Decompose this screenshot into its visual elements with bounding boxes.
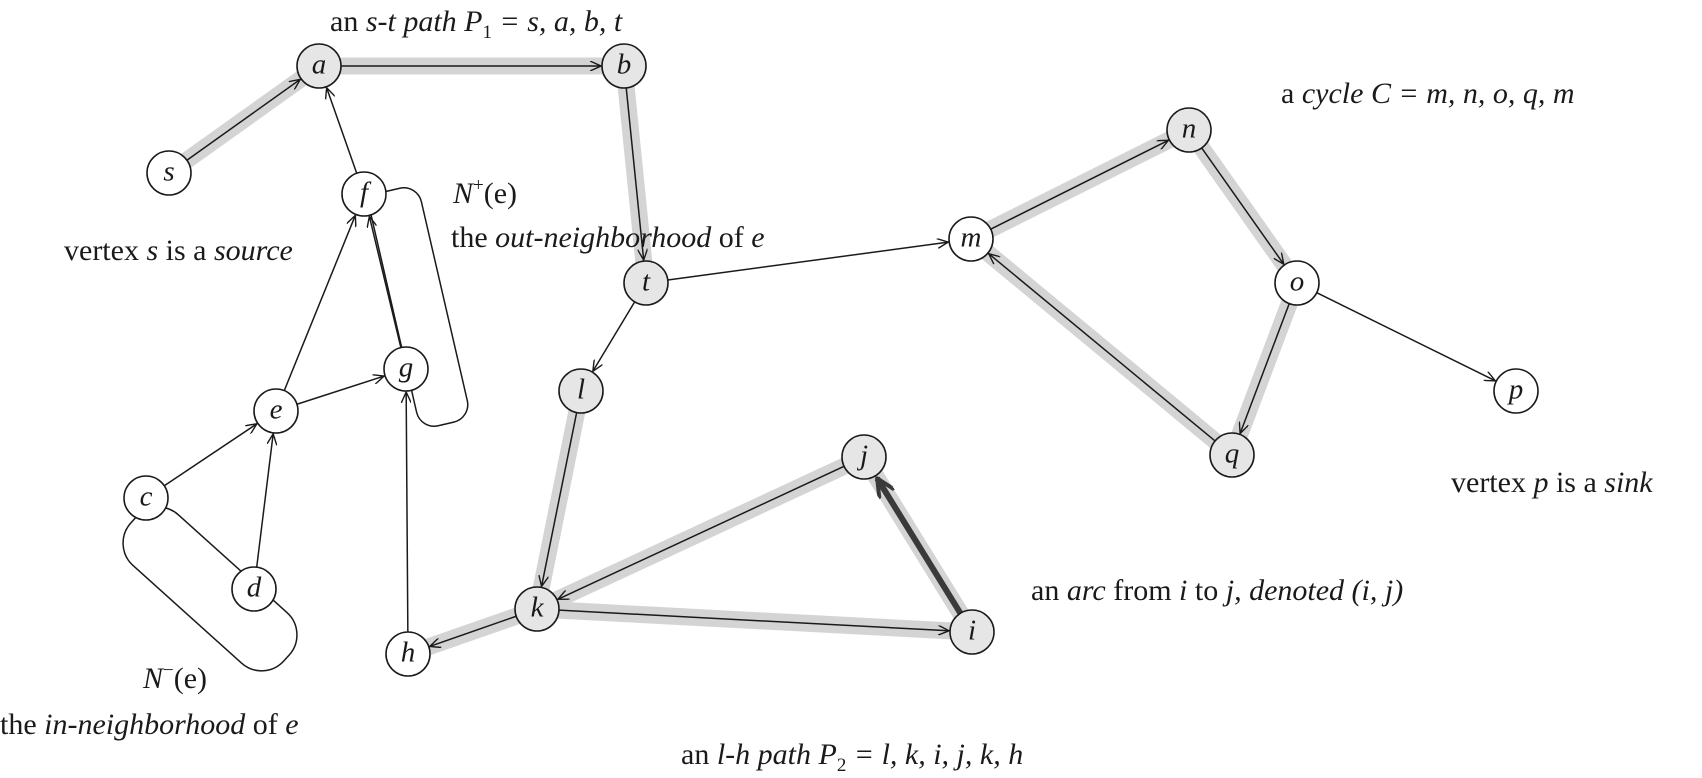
vertex-circle <box>253 388 299 434</box>
vertex-circle <box>1274 260 1320 306</box>
caption-cycle: a cycle C = m, n, o, q, m <box>1281 77 1575 110</box>
vertex-n: n <box>1166 107 1212 153</box>
vertex-c: c <box>123 475 169 521</box>
vertex-circle <box>231 566 277 612</box>
arc-j-k <box>558 465 845 599</box>
vertex-circle <box>623 260 669 306</box>
vertex-label: c <box>140 481 153 513</box>
arc-e-g <box>296 376 384 405</box>
vertex-i: i <box>949 609 995 655</box>
vertex-circle <box>949 609 995 655</box>
vertex-f: f <box>341 171 387 217</box>
highlight-C <box>965 119 1307 470</box>
arc-c-e <box>163 424 257 487</box>
vertex-b: b <box>601 43 647 89</box>
vertex-g: g <box>383 346 429 392</box>
vertex-label: p <box>1507 374 1524 406</box>
arc-t-m <box>667 242 948 281</box>
neighborhood-groups <box>122 187 469 672</box>
vertex-label: k <box>531 592 545 624</box>
vertex-label: s <box>163 156 174 188</box>
vertex-label: h <box>401 637 416 669</box>
vertex-circle <box>1166 107 1212 153</box>
caption-in-neighborhood: the in-neighborhood of e <box>0 708 299 741</box>
vertex-circle <box>385 631 431 677</box>
vertex-m: m <box>948 216 994 262</box>
arc-q-m <box>989 254 1216 442</box>
arc-h-g <box>406 392 408 633</box>
vertex-l: l <box>558 368 604 414</box>
vertex-d: d <box>231 566 277 612</box>
vertex-label: g <box>399 352 414 384</box>
arc-b-t <box>625 87 643 260</box>
caption-out-neighborhood: the out-neighborhood of e <box>451 221 765 254</box>
vertex-s: s <box>146 150 192 196</box>
caption-out-neighborhood-symbol: N+(e) <box>452 175 517 210</box>
out-neighborhood-box <box>369 187 469 427</box>
vertex-label: i <box>968 615 976 647</box>
vertex-label: b <box>617 49 632 81</box>
vertex-circle <box>514 586 560 632</box>
vertex-circle <box>601 43 647 89</box>
vertex-circle <box>296 43 342 89</box>
vertex-label: d <box>247 572 262 604</box>
vertex-circle <box>1209 432 1255 478</box>
vertex-label: j <box>856 440 868 472</box>
caption-arc: an arc from i to j, denoted (i, j) <box>1031 574 1403 607</box>
arc-s-a <box>186 79 300 161</box>
arc-e-f <box>283 215 355 391</box>
arc-o-p <box>1316 292 1496 381</box>
highlight-layer <box>164 57 1307 663</box>
vertex-label: o <box>1290 266 1305 298</box>
arc-layer <box>163 66 1496 646</box>
captions: an s-t path P1 = s, a, b, t a cycle C = … <box>0 5 1653 776</box>
arc-m-n <box>990 140 1169 230</box>
caption-lh-path: an l-h path P2 = l, k, i, j, k, h <box>681 738 1023 776</box>
arc-t-l <box>593 301 636 371</box>
arc-n-o <box>1201 147 1284 264</box>
vertex-t: t <box>623 260 669 306</box>
vertex-o: o <box>1274 260 1320 306</box>
node-layer: s a b t f g e c d h l k j i m n o q p <box>123 43 1539 677</box>
vertex-j: j <box>841 434 887 480</box>
vertex-a: a <box>296 43 342 89</box>
vertex-circle <box>383 346 429 392</box>
caption-source: vertex s is a source <box>64 234 293 267</box>
in-neighborhood-box <box>122 506 298 672</box>
vertex-p: p <box>1493 368 1539 414</box>
vertex-label: e <box>270 394 283 426</box>
vertex-label: n <box>1182 113 1197 145</box>
highlight-P2 <box>405 389 988 663</box>
caption-sink: vertex p is a sink <box>1451 466 1653 499</box>
arc-k-i <box>558 609 949 631</box>
vertex-k: k <box>514 586 560 632</box>
vertex-circle <box>1493 368 1539 414</box>
vertex-h: h <box>385 631 431 677</box>
vertex-circle <box>558 368 604 414</box>
arc-k-h <box>430 615 517 646</box>
vertex-circle <box>123 475 169 521</box>
caption-in-neighborhood-symbol: N−(e) <box>142 660 207 695</box>
arc-f-a <box>327 88 358 174</box>
arc-l-k <box>542 412 578 587</box>
arc-i-j <box>874 478 963 615</box>
arc-g-f <box>369 216 402 348</box>
arc-o-q <box>1240 303 1290 434</box>
vertex-circle <box>146 150 192 196</box>
vertex-label: q <box>1225 438 1240 470</box>
arc-d-e <box>255 434 273 568</box>
vertex-label: m <box>961 222 982 254</box>
vertex-label: l <box>577 374 585 406</box>
vertex-circle <box>948 216 994 262</box>
vertex-label: a <box>312 49 327 81</box>
vertex-circle <box>841 434 887 480</box>
vertex-e: e <box>253 388 299 434</box>
vertex-label: t <box>642 266 651 298</box>
vertex-circle <box>341 171 387 217</box>
caption-st-path: an s-t path P1 = s, a, b, t <box>330 5 623 43</box>
vertex-q: q <box>1209 432 1255 478</box>
